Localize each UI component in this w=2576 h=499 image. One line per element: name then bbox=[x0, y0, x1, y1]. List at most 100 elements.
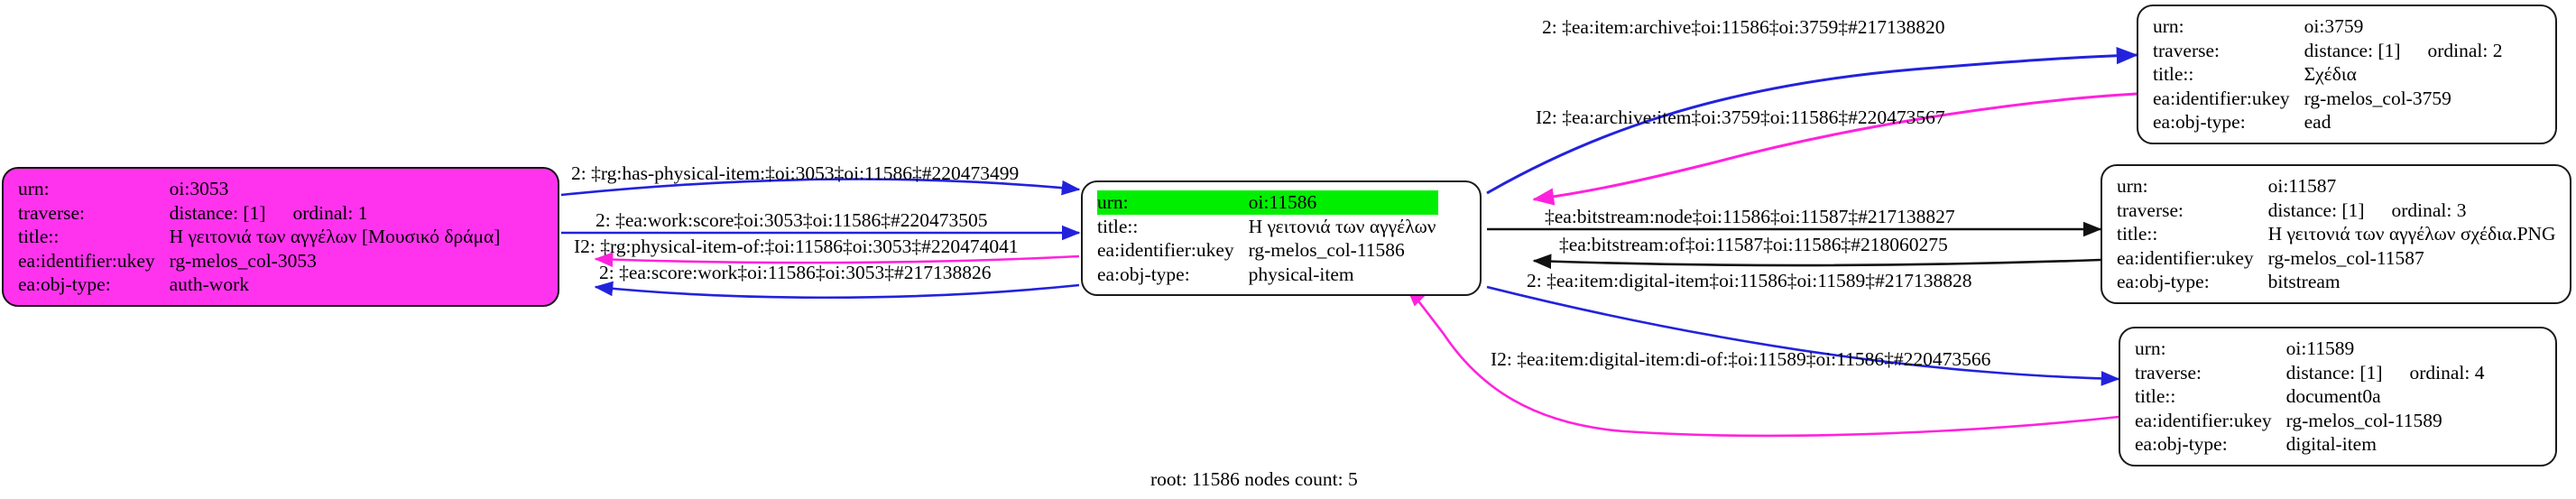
field-traverse: traverse: distance: [1] ordinal: 3 bbox=[2117, 199, 2558, 223]
field-label-ukey: ea:identifier:ukey bbox=[1097, 239, 1234, 261]
field-title: title:: Η γειτονιά των αγγέλων σχέδια.PN… bbox=[2117, 222, 2558, 246]
node-oi-3759[interactable]: urn: oi:3759 traverse: distance: [1] ordi… bbox=[2137, 5, 2557, 144]
traverse-distance: distance: [1] bbox=[2267, 199, 2365, 221]
edge-label-item-archive: 2: ‡ea:item:archive‡oi:11586‡oi:3759‡#21… bbox=[1542, 16, 1945, 38]
field-label-title: title:: bbox=[2135, 385, 2176, 407]
field-value-title: Η γειτονιά των αγγέλων [Μουσικό δράμα] bbox=[169, 226, 501, 247]
edge-bitstream-of bbox=[1532, 254, 2101, 269]
traverse-ordinal: ordinal: 2 bbox=[2427, 39, 2503, 61]
node-oi-3053[interactable]: urn: oi:3053 traverse: distance: [1]ordi… bbox=[2, 167, 559, 307]
traverse-ordinal: ordinal: 4 bbox=[2409, 361, 2485, 383]
field-value-traverse: distance: [1] ordinal: 1 bbox=[170, 201, 503, 226]
field-value-urn: oi:11589 bbox=[2285, 337, 2355, 359]
field-label-urn: urn: bbox=[1097, 190, 1249, 215]
field-label-objtype: ea:obj-type: bbox=[18, 273, 111, 295]
field-urn: urn: oi:11589 bbox=[2135, 337, 2487, 361]
field-ukey: ea:identifier:ukey rg-melos_col-11587 bbox=[2117, 246, 2558, 271]
field-label-objtype: ea:obj-type: bbox=[1097, 263, 1190, 285]
node-fields: urn: oi:11587 traverse: distance: [1] ord… bbox=[2117, 174, 2558, 294]
field-label-ukey: ea:identifier:ukey bbox=[2153, 87, 2290, 109]
field-urn: urn: oi:11586 bbox=[1097, 190, 1438, 215]
traverse-distance: distance: [1] bbox=[169, 201, 266, 224]
field-label-ukey: ea:identifier:ukey bbox=[18, 249, 155, 272]
field-objtype: ea:obj-type: auth-work bbox=[18, 273, 502, 297]
field-value-ukey: rg-melos_col-3053 bbox=[169, 249, 317, 272]
edge-label-score-work: 2: ‡ea:score:work‡oi:11586‡oi:3053‡#2171… bbox=[599, 262, 992, 283]
edge-label-bitstream-node: ‡ea:bitstream:node‡oi:11586‡oi:11587‡#21… bbox=[1545, 206, 1955, 227]
field-ukey: ea:identifier:ukey rg-melos_col-3759 bbox=[2153, 87, 2505, 111]
field-value-objtype: physical-item bbox=[1248, 263, 1354, 285]
field-title: title:: Η γειτονιά των αγγέλων [Μουσικό … bbox=[18, 225, 502, 249]
field-label-urn: urn: bbox=[2117, 175, 2148, 197]
node-oi-11587[interactable]: urn: oi:11587 traverse: distance: [1] ord… bbox=[2101, 164, 2571, 304]
field-value-ukey: rg-melos_col-11589 bbox=[2285, 409, 2442, 431]
field-value-title: Η γειτονιά των αγγέλων bbox=[1248, 215, 1436, 237]
edge-label-archive-item: I2: ‡ea:archive:item‡oi:3759‡oi:11586‡#2… bbox=[1536, 106, 1945, 128]
edge-has-physical-item bbox=[560, 178, 1081, 197]
field-value-traverse: distance: [1] ordinal: 4 bbox=[2286, 361, 2487, 385]
field-value-ukey: rg-melos_col-3759 bbox=[2304, 87, 2451, 109]
node-fields: urn: oi:11589 traverse: distance: [1] ord… bbox=[2135, 337, 2487, 457]
field-label-urn: urn: bbox=[2153, 15, 2184, 37]
field-label-title: title:: bbox=[18, 226, 60, 247]
node-oi-11589[interactable]: urn: oi:11589 traverse: distance: [1] ord… bbox=[2119, 327, 2557, 467]
field-value-traverse: distance: [1] ordinal: 3 bbox=[2268, 199, 2558, 223]
field-ukey: ea:identifier:ukey rg-melos_col-3053 bbox=[18, 249, 502, 273]
field-label-ukey: ea:identifier:ukey bbox=[2117, 246, 2254, 269]
field-ukey: ea:identifier:ukey rg-melos_col-11586 bbox=[1097, 238, 1438, 263]
edge-physical-item-of bbox=[594, 252, 1080, 268]
field-value-objtype: auth-work bbox=[169, 273, 249, 295]
field-value-title: Η γειτονιά των αγγέλων σχέδια.PNG bbox=[2267, 223, 2556, 245]
field-label-traverse: traverse: bbox=[2153, 39, 2221, 61]
traverse-distance: distance: [1] bbox=[2304, 39, 2401, 61]
edge-digital-item-di-of bbox=[1406, 287, 2119, 438]
edge-item-digital-item bbox=[1486, 285, 2120, 386]
field-traverse: traverse: distance: [1] ordinal: 1 bbox=[18, 201, 502, 226]
field-objtype: ea:obj-type: bitstream bbox=[2117, 270, 2558, 294]
node-fields: urn: oi:3053 traverse: distance: [1]ordi… bbox=[18, 177, 502, 297]
traverse-ordinal: ordinal: 3 bbox=[2391, 199, 2467, 221]
node-fields: urn: oi:3759 traverse: distance: [1] ordi… bbox=[2153, 14, 2505, 134]
field-ukey: ea:identifier:ukey rg-melos_col-11589 bbox=[2135, 409, 2487, 433]
node-oi-11586[interactable]: urn: oi:11586 title:: Η γειτονιά των αγγ… bbox=[1081, 180, 1482, 296]
field-label-title: title:: bbox=[2153, 63, 2194, 85]
field-label-urn: urn: bbox=[2135, 337, 2166, 359]
edge-label-bitstream-of: ‡ea:bitstream:of‡oi:11587‡oi:11586‡#2180… bbox=[1559, 234, 1948, 255]
edge-label-work-score: 2: ‡ea:work:score‡oi:3053‡oi:11586‡#2204… bbox=[596, 209, 988, 231]
field-value-urn: oi:3053 bbox=[169, 178, 229, 199]
field-value-urn: oi:3759 bbox=[2304, 15, 2364, 37]
field-label-traverse: traverse: bbox=[2117, 199, 2184, 221]
field-value-objtype: bitstream bbox=[2267, 271, 2341, 292]
edge-archive-item bbox=[1532, 92, 2137, 206]
field-label-traverse: traverse: bbox=[2135, 361, 2202, 383]
field-title: title:: document0a bbox=[2135, 384, 2487, 409]
field-objtype: ea:obj-type: ead bbox=[2153, 110, 2505, 134]
graph-footer-caption: root: 11586 nodes count: 5 bbox=[1150, 468, 1358, 490]
edge-label-has-physical-item: 2: ‡rg:has-physical-item:‡oi:3053‡oi:115… bbox=[571, 162, 1020, 184]
field-value-traverse: distance: [1] ordinal: 2 bbox=[2304, 39, 2505, 63]
field-traverse: traverse: distance: [1] ordinal: 4 bbox=[2135, 361, 2487, 385]
field-label-traverse: traverse: bbox=[18, 201, 86, 224]
node-fields: urn: oi:11586 title:: Η γειτονιά των αγγ… bbox=[1097, 190, 1438, 286]
field-value-urn: oi:11587 bbox=[2267, 175, 2337, 197]
field-objtype: ea:obj-type: physical-item bbox=[1097, 263, 1438, 287]
edge-label-physical-item-of: I2: ‡rg:physical-item-of:‡oi:11586‡oi:30… bbox=[574, 236, 1019, 257]
field-label-title: title:: bbox=[1097, 215, 1139, 237]
field-value-title: Σχέδια bbox=[2304, 63, 2357, 85]
field-value-ukey: rg-melos_col-11587 bbox=[2267, 246, 2424, 269]
field-title: title:: Η γειτονιά των αγγέλων bbox=[1097, 215, 1438, 239]
field-label-ukey: ea:identifier:ukey bbox=[2135, 409, 2272, 431]
field-label-objtype: ea:obj-type: bbox=[2135, 433, 2228, 455]
edge-item-archive bbox=[1486, 47, 2138, 195]
traverse-ordinal: ordinal: 1 bbox=[292, 201, 368, 224]
field-label-objtype: ea:obj-type: bbox=[2117, 271, 2210, 292]
field-traverse: traverse: distance: [1] ordinal: 2 bbox=[2153, 39, 2505, 63]
edge-label-item-digital-item: 2: ‡ea:item:digital-item‡oi:11586‡oi:115… bbox=[1527, 270, 1972, 291]
traverse-distance: distance: [1] bbox=[2285, 361, 2383, 383]
field-value-urn: oi:11586 bbox=[1248, 190, 1438, 215]
field-urn: urn: oi:3759 bbox=[2153, 14, 2505, 39]
field-value-objtype: ead bbox=[2304, 111, 2331, 133]
field-objtype: ea:obj-type: digital-item bbox=[2135, 432, 2487, 457]
